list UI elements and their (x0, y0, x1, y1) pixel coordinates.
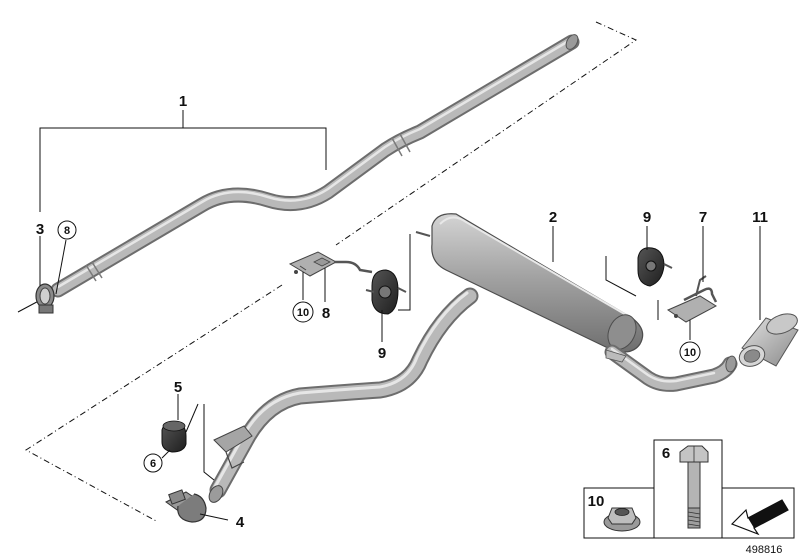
bracket-right (666, 275, 718, 323)
label-part-3: 3 (36, 221, 44, 238)
rubber-mount-left (365, 269, 407, 315)
part-labels: 1 2 3 4 5 7 8 9 9 11 8 10 10 6 (36, 93, 768, 531)
clamp-rear (165, 489, 207, 523)
inset-label-10: 10 (588, 493, 605, 510)
front-pipe (50, 34, 580, 298)
label-part-11: 11 (752, 209, 768, 226)
label-part-2: 2 (549, 209, 557, 226)
leader-lines (39, 110, 761, 521)
label-part-4: 4 (236, 514, 245, 531)
label-part-5: 5 (174, 379, 182, 396)
bracket-left (288, 251, 373, 277)
flange-nut-icon (603, 507, 641, 532)
rubber-mount-right (637, 247, 673, 287)
label-part-8: 8 (322, 305, 330, 322)
rear-muffler (415, 213, 738, 392)
bolt-icon (679, 445, 709, 529)
label-part-9-right: 9 (643, 209, 651, 226)
inset-hardware: 10 6 (583, 439, 795, 539)
rubber-mount-5 (161, 420, 187, 453)
label-part-10-right: 10 (684, 347, 696, 359)
label-part-9-left: 9 (378, 345, 386, 362)
label-part-10-left: 10 (297, 307, 309, 319)
tailpipe-trim (738, 313, 799, 367)
label-part-1: 1 (179, 93, 187, 110)
inset-label-6: 6 (662, 445, 670, 462)
rear-pipe (208, 287, 479, 503)
drawing-number: 498816 (746, 544, 783, 556)
direction-arrow-icon (730, 499, 789, 536)
label-part-6-circled: 6 (150, 458, 156, 470)
clamp-front (17, 283, 55, 314)
label-part-7: 7 (699, 209, 707, 226)
label-part-8-circled: 8 (64, 225, 70, 237)
assembly-boundary (25, 21, 638, 523)
